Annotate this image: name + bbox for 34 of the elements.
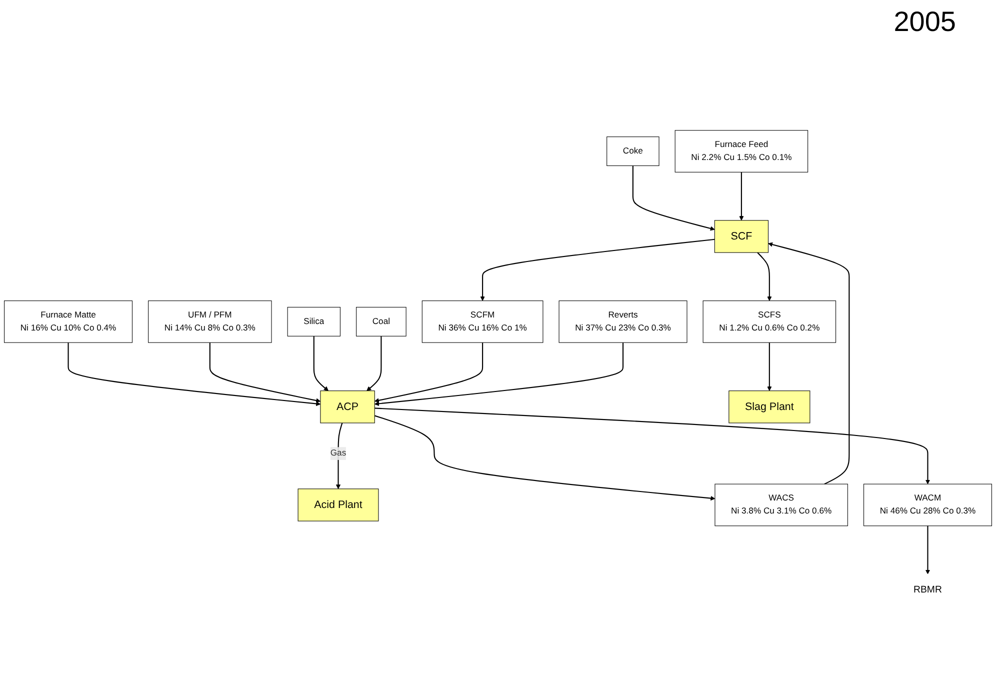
node-box: Furnace Feed Ni 2.2% Cu 1.5% Co 0.1% (674, 130, 808, 172)
node-box: UFM / PFM Ni 14% Cu 8% Co 0.3% (148, 300, 272, 343)
arrow (632, 166, 715, 231)
arrow (739, 172, 744, 221)
arrow (68, 342, 321, 406)
arrow (374, 342, 624, 406)
node-box: WACM Ni 46% Cu 28% Co 0.3% (864, 484, 992, 526)
node-box: SCFM Ni 36% Cu 16% Co 1% (422, 300, 544, 343)
arrow (336, 422, 343, 490)
node-box: Acid Plant (298, 488, 379, 522)
arrow (374, 408, 930, 484)
node-box: SCFS Ni 1.2% Cu 0.6% Co 0.2% (702, 300, 836, 343)
arrow (768, 242, 850, 485)
arrow (480, 238, 715, 301)
year-label: 2005 (894, 6, 956, 38)
edge-label: Gas (330, 448, 346, 458)
node-box: SCF (714, 220, 769, 253)
node-box: Coke (606, 136, 660, 166)
arrow (374, 342, 484, 403)
node-box: Slag Plant (728, 390, 810, 424)
node-box: ACP (320, 390, 375, 424)
node-box: WACS Ni 3.8% Cu 3.1% Co 0.6% (714, 484, 848, 526)
arrow (374, 415, 716, 501)
node-box: Reverts Ni 37% Cu 23% Co 0.3% (558, 300, 688, 343)
arrow (366, 336, 382, 392)
node-box: Silica (287, 306, 340, 336)
arrow (313, 336, 329, 392)
arrow (925, 526, 930, 574)
arrow (209, 342, 321, 403)
arrow (757, 252, 772, 301)
arrow (767, 342, 772, 392)
node-box: Coal (356, 306, 406, 336)
node-text: RBMR (914, 584, 942, 594)
node-box: Furnace Matte Ni 16% Cu 10% Co 0.4% (4, 300, 132, 343)
